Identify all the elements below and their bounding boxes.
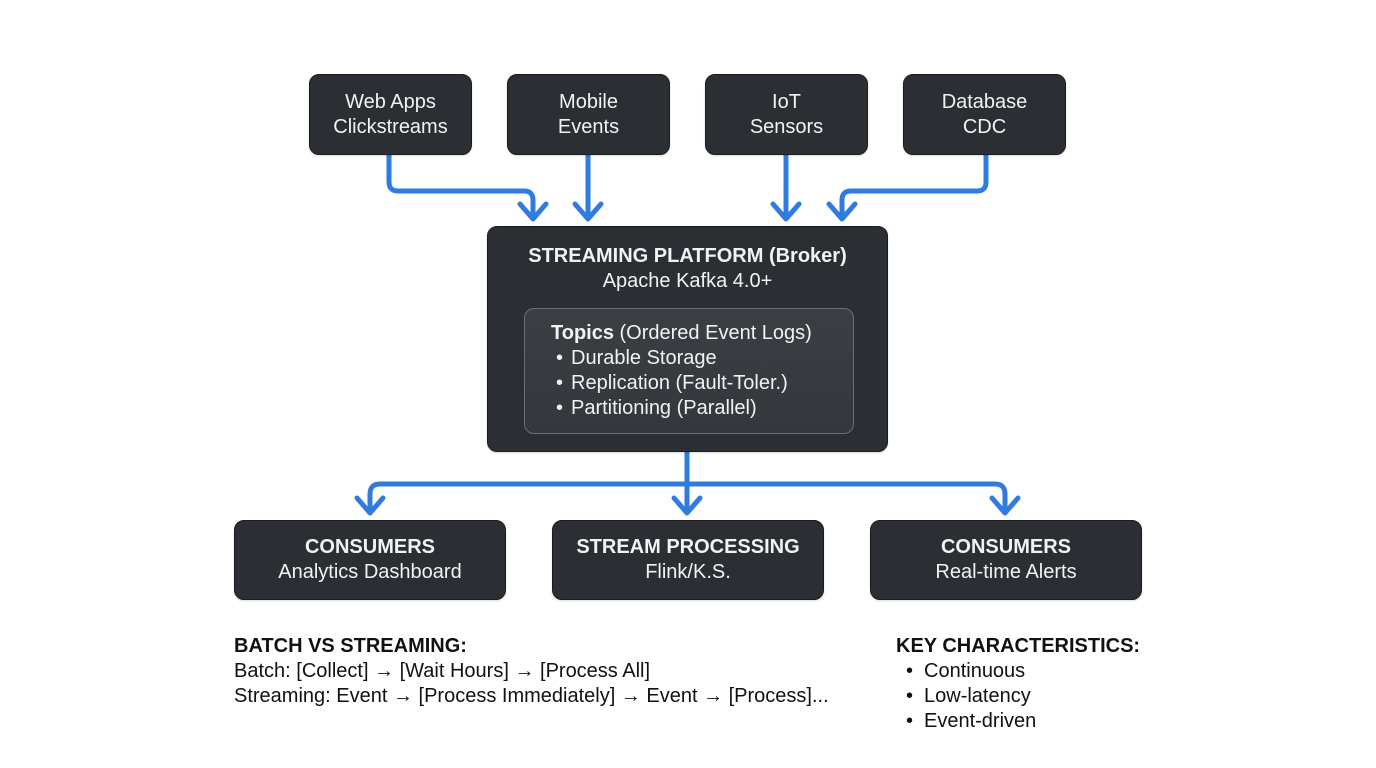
source-label-line1: IoT xyxy=(772,90,801,113)
arrow-database xyxy=(839,152,989,220)
topics-panel: Topics (Ordered Event Logs) Durable Stor… xyxy=(524,308,854,434)
key-characteristics-heading: KEY CHARACTERISTICS: xyxy=(896,635,1141,657)
broker-subtitle: Apache Kafka 4.0+ xyxy=(602,270,773,292)
topics-feature-item: Durable Storage xyxy=(556,346,853,371)
source-label-line1: Web Apps xyxy=(345,90,436,113)
topics-heading-bold: Topics xyxy=(551,322,614,344)
stream-processing-box: STREAM PROCESSING Flink/K.S. xyxy=(552,520,824,600)
batch-line: Batch: [Collect] → [Wait Hours] → [Proce… xyxy=(234,660,651,682)
arrow-web-apps xyxy=(386,152,536,220)
consumer-title: CONSUMERS xyxy=(304,536,435,558)
batch-vs-streaming-note: BATCH VS STREAMING: Batch: [Collect] → [… xyxy=(234,634,874,709)
arrowhead-iot xyxy=(770,201,802,222)
consumer-subtitle: Real-time Alerts xyxy=(935,561,1077,583)
source-to-broker-arrows xyxy=(386,152,989,222)
source-label-line2: Sensors xyxy=(749,115,824,138)
topics-feature-item: Partitioning (Parallel) xyxy=(556,396,853,421)
broker-title: STREAMING PLATFORM (Broker) xyxy=(528,245,847,267)
source-web-apps: Web Apps Clickstreams xyxy=(309,74,472,155)
broker-to-consumer-arrows xyxy=(354,449,1021,516)
key-characteristic-item: Low-latency xyxy=(906,684,1196,709)
consumer-title: CONSUMERS xyxy=(940,536,1071,558)
streaming-line: Streaming: Event → [Process Immediately]… xyxy=(234,685,829,707)
key-characteristics-note: KEY CHARACTERISTICS: Continuous Low-late… xyxy=(896,634,1196,734)
arrow-branch-right xyxy=(684,481,1008,514)
consumer-subtitle: Flink/K.S. xyxy=(645,561,731,583)
consumer-title: STREAM PROCESSING xyxy=(576,536,800,558)
arrowhead-stream-processing xyxy=(671,495,703,516)
key-characteristics-list: Continuous Low-latency Event-driven xyxy=(896,659,1196,734)
batch-vs-streaming-heading: BATCH VS STREAMING: xyxy=(234,635,467,657)
source-label-line1: Mobile xyxy=(559,90,618,113)
key-characteristic-item: Continuous xyxy=(906,659,1196,684)
source-label-line1: Database xyxy=(941,90,1028,113)
consumer-realtime-alerts: CONSUMERS Real-time Alerts xyxy=(870,520,1142,600)
arrowhead-web-apps xyxy=(517,201,549,222)
arrowhead-mobile xyxy=(572,201,604,222)
source-database: Database CDC xyxy=(903,74,1066,155)
source-mobile: Mobile Events xyxy=(507,74,670,155)
streaming-platform-broker: STREAMING PLATFORM (Broker) Apache Kafka… xyxy=(487,226,888,452)
key-characteristic-item: Event-driven xyxy=(906,709,1196,734)
topics-feature-list: Durable Storage Replication (Fault-Toler… xyxy=(551,346,853,421)
topics-feature-item: Replication (Fault-Toler.) xyxy=(556,371,853,396)
source-iot: IoT Sensors xyxy=(705,74,868,155)
arrow-branch-left xyxy=(367,481,690,514)
arrowhead-analytics xyxy=(354,495,386,516)
consumer-analytics-dashboard: CONSUMERS Analytics Dashboard xyxy=(234,520,506,600)
consumer-subtitle: Analytics Dashboard xyxy=(278,561,462,583)
topics-heading: Topics (Ordered Event Logs) xyxy=(551,321,853,346)
source-label-line2: Events xyxy=(557,115,620,138)
source-label-line2: Clickstreams xyxy=(333,115,448,138)
arrowhead-alerts xyxy=(989,495,1021,516)
source-label-line2: CDC xyxy=(962,115,1007,138)
arrowhead-database xyxy=(826,201,858,222)
topics-heading-rest: (Ordered Event Logs) xyxy=(613,322,812,344)
